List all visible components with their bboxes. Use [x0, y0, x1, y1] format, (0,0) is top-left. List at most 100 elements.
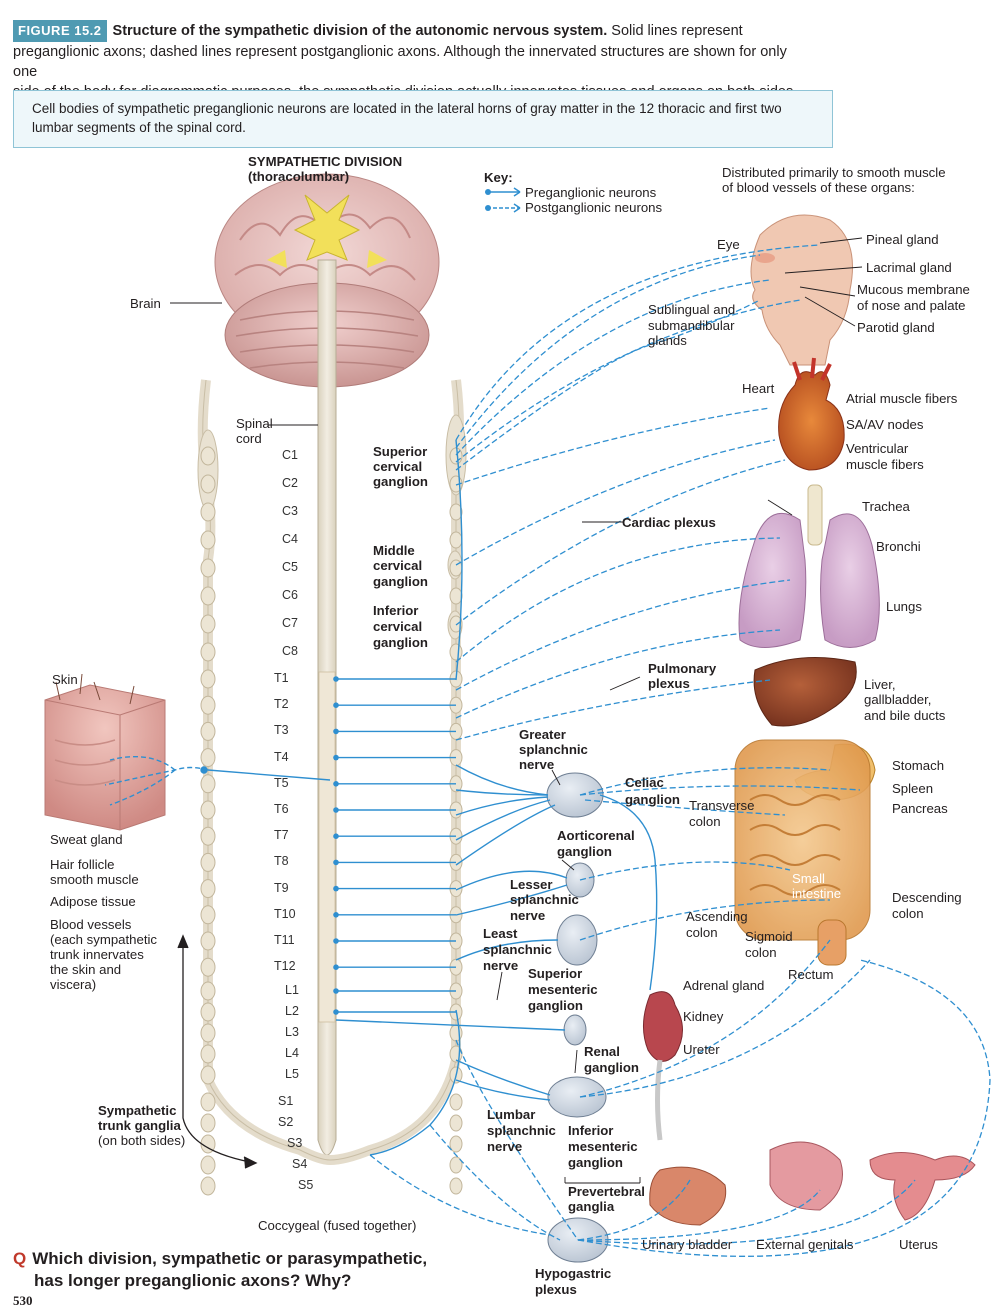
segment-label-s4: S4	[292, 1157, 308, 1171]
label-aorticorenal-2: ganglion	[557, 844, 612, 859]
preganglionic-cell-body	[333, 859, 339, 866]
note-box: Cell bodies of sympathetic preganglionic…	[13, 90, 833, 148]
key-preganglionic: Preganglionic neurons	[525, 185, 657, 200]
segment-label-l4: L4	[285, 1046, 299, 1060]
trunk-ganglia-arrow	[177, 934, 258, 1169]
segment-label-t12: T12	[274, 959, 296, 974]
segment-label-t2: T2	[274, 697, 289, 712]
question-line-2: has longer preganglionic axons? Why?	[34, 1271, 352, 1290]
label-blood-vessels-2: (each sympathetic	[50, 932, 158, 947]
trunk-ganglion-right	[449, 531, 463, 549]
preganglionic-cell-body	[333, 988, 339, 994]
label-middle-cervical-2: cervical	[373, 558, 423, 573]
segment-label-t11: T11	[274, 933, 295, 947]
label-transverse-colon-1: Transverse	[689, 798, 755, 813]
segment-label-t10: T10	[274, 906, 296, 921]
trunk-ganglion-left	[200, 530, 216, 550]
skin-postganglionic	[104, 755, 331, 806]
descending-trunk-axon	[369, 1009, 461, 1156]
segment-label-t9: T9	[274, 880, 289, 895]
label-celiac-1: Celiac	[625, 775, 664, 790]
preganglionic-cell-body	[333, 938, 339, 944]
label-greater-splanchnic-3: nerve	[519, 757, 555, 772]
label-kidney: Kidney	[683, 1009, 724, 1024]
label-inferior-mesenteric-2: mesenteric	[568, 1139, 638, 1154]
preganglionic-axons	[333, 439, 463, 1156]
segment-label-t1: T1	[274, 671, 289, 685]
label-spleen: Spleen	[892, 781, 934, 796]
segment-label-c5: C5	[282, 560, 298, 574]
ascending-trunk-axon	[455, 439, 463, 681]
label-ureter: Ureter	[683, 1042, 720, 1057]
segment-label-t8: T8	[274, 854, 289, 869]
label-cardiac-plexus: Cardiac plexus	[622, 515, 716, 530]
label-ventricular-2: muscle fibers	[846, 457, 924, 472]
preganglionic-cell-body	[333, 702, 339, 708]
label-lesser-splanchnic-1: Lesser	[510, 877, 553, 892]
label-spinal-cord-2: cord	[236, 431, 262, 446]
leader-lines	[170, 237, 863, 1184]
trunk-ganglion-left	[200, 879, 216, 899]
preganglionic-cell-body	[333, 781, 339, 787]
segment-label-t6: T6	[274, 802, 289, 816]
label-inferior-cervical-3: ganglion	[373, 635, 428, 650]
lungs-illustration	[738, 484, 880, 648]
head-illustration	[750, 214, 853, 366]
bladder-illustration	[649, 1166, 727, 1226]
label-hypogastric-1: Hypogastric	[535, 1266, 612, 1281]
trunk-ganglion-right	[449, 1177, 463, 1195]
label-ascending-colon-2: colon	[686, 925, 718, 940]
spinal-cord	[317, 259, 337, 1156]
label-superior-cervical-2: cervical	[373, 459, 423, 474]
label-prevertebral-2: ganglia	[568, 1199, 615, 1214]
trunk-ganglion-right	[449, 1156, 463, 1174]
label-pulmonary-1: Pulmonary	[648, 661, 717, 676]
label-mucous-2: of nose and palate	[857, 298, 966, 313]
label-parotid: Parotid gland	[857, 320, 935, 335]
segment-label-l3: L3	[285, 1025, 299, 1039]
label-blood-vessels-1: Blood vessels	[50, 917, 132, 932]
trunk-ganglion-left	[200, 586, 216, 606]
trunk-ganglion-left	[200, 721, 216, 741]
label-inferior-mesenteric-3: ganglion	[568, 1155, 623, 1170]
splanchnic-nerves	[335, 764, 658, 1101]
label-hair-follicle-1: Hair follicle	[50, 857, 115, 872]
segment-label-s5: S5	[298, 1178, 314, 1192]
preganglionic-cell-body	[333, 676, 339, 682]
label-celiac-2: ganglion	[625, 792, 680, 807]
label-liver-1: Liver,	[864, 677, 896, 692]
page-number: 530	[13, 1293, 33, 1308]
trunk-ganglion-right	[449, 1135, 463, 1153]
gut-illustration	[734, 739, 876, 966]
trunk-ganglion-left	[200, 1002, 216, 1022]
label-inferior-mesenteric-1: Inferior	[568, 1123, 614, 1138]
label-middle-cervical-3: ganglion	[373, 574, 428, 589]
segment-label-s2: S2	[278, 1115, 294, 1129]
label-lumbar-splanchnic-2: splanchnic	[487, 1123, 556, 1138]
figure-title: Structure of the sympathetic division of…	[112, 23, 608, 39]
trunk-ganglion-left	[200, 695, 216, 715]
label-sublingual-3: glands	[648, 333, 687, 348]
segment-label-c6: C6	[282, 588, 298, 602]
preganglionic-cell-body	[333, 912, 339, 918]
trunk-ganglion-right	[449, 1093, 463, 1111]
trunk-ganglion-left	[200, 748, 216, 768]
label-transverse-colon-2: colon	[689, 814, 721, 829]
segment-label-c4: C4	[282, 532, 298, 546]
label-small-intestine-1: Small	[792, 871, 825, 886]
label-descending-colon-2: colon	[892, 906, 924, 921]
label-eye: Eye	[717, 237, 740, 252]
question-marker: Q	[13, 1249, 27, 1268]
segment-label-t4: T4	[274, 749, 289, 764]
label-prevertebral-1: Prevertebral	[568, 1184, 645, 1199]
label-superior-mesenteric-1: Superior	[528, 966, 583, 981]
label-lungs: Lungs	[886, 599, 922, 614]
label-descending-colon-1: Descending	[892, 890, 962, 905]
label-bronchi: Bronchi	[876, 539, 921, 554]
label-blood-vessels-3: trunk innervates	[50, 947, 144, 962]
label-greater-splanchnic-1: Greater	[519, 727, 566, 742]
label-lumbar-splanchnic-3: nerve	[487, 1139, 523, 1154]
division-title: SYMPATHETIC DIVISION	[248, 154, 403, 169]
trunk-ganglion-left	[200, 931, 216, 951]
preganglionic-cell-body	[333, 728, 339, 735]
